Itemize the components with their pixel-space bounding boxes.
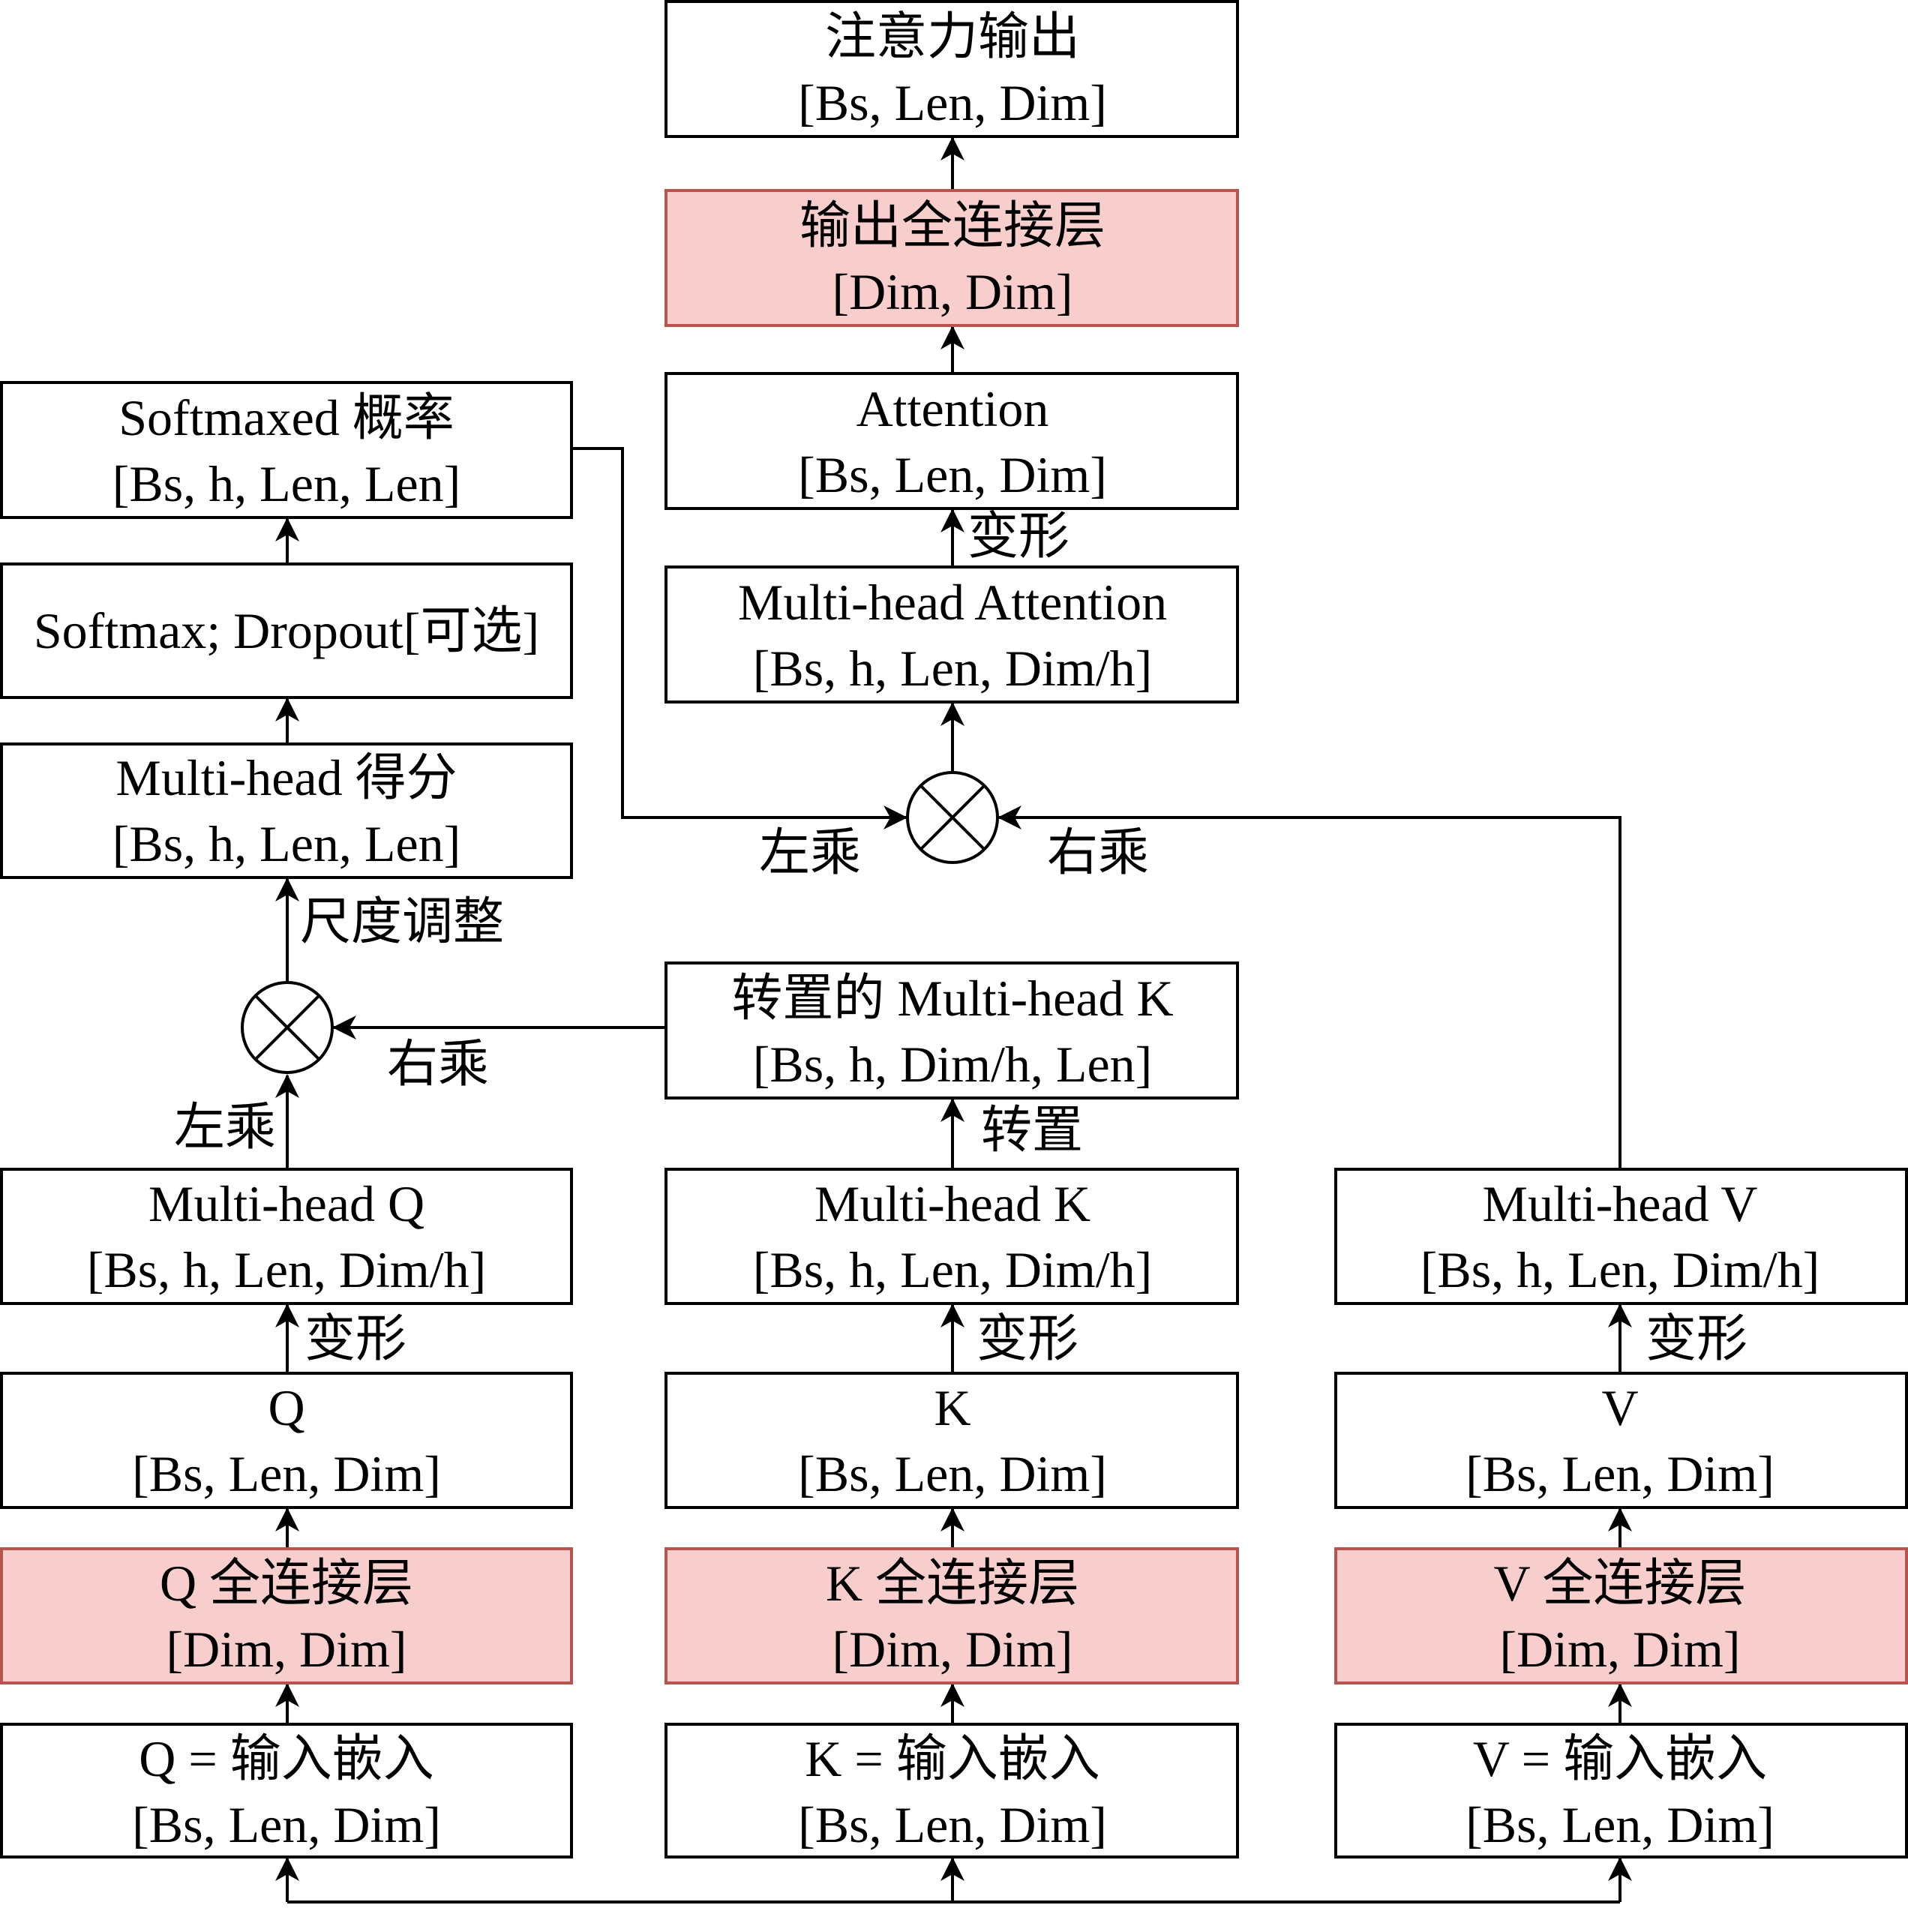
box-line2: [Bs, Len, Dim]: [132, 1445, 441, 1502]
box-line2: [Bs, h, Len, Dim/h]: [753, 640, 1153, 697]
box-multihead-v: Multi-head V [Bs, h, Len, Dim/h]: [1334, 1168, 1908, 1305]
edge-mhv-mul2: [998, 806, 1622, 1168]
box-transposed-k: 转置的 Multi-head K [Bs, h, Dim/h, Len]: [664, 962, 1239, 1100]
box-line1: K: [934, 1379, 970, 1436]
label-reshape-attn: 变形: [968, 508, 1070, 565]
box-line2: [Dim, Dim]: [1499, 1621, 1740, 1678]
label-right-mul-bottom: 右乘: [387, 1036, 489, 1093]
box-line2: [Bs, Len, Dim]: [132, 1796, 441, 1853]
box-line2: [Bs, h, Len, Len]: [112, 455, 461, 512]
box-line2: [Bs, h, Len, Dim/h]: [1420, 1241, 1820, 1298]
box-output-fc: 输出全连接层 [Dim, Dim]: [664, 189, 1239, 327]
label-left-mul-top: 左乘: [759, 824, 861, 881]
box-q-fc: Q 全连接层 [Dim, Dim]: [0, 1547, 573, 1684]
box-q-input: Q = 输入嵌入 [Bs, Len, Dim]: [0, 1723, 573, 1858]
box-k-input: K = 输入嵌入 [Bs, Len, Dim]: [664, 1723, 1239, 1858]
box-line1: K = 输入嵌入: [805, 1730, 1100, 1787]
label-reshape-k: 变形: [976, 1310, 1078, 1367]
label-scale: 尺度调整: [300, 893, 504, 950]
label-right-mul-top: 右乘: [1047, 824, 1149, 881]
box-line1: V = 输入嵌入: [1473, 1730, 1767, 1787]
box-line2: [Bs, h, Len, Len]: [112, 815, 461, 872]
box-line2: [Bs, Len, Dim]: [1466, 1445, 1774, 1502]
box-softmax-dropout: Softmax; Dropout[可选]: [0, 562, 573, 699]
box-line1: Softmaxed 概率: [118, 389, 454, 446]
box-line1: 转置的 Multi-head K: [731, 970, 1173, 1027]
box-line1: Q = 输入嵌入: [139, 1730, 434, 1787]
box-line1: Multi-head K: [814, 1175, 1090, 1232]
box-line2: [Bs, Len, Dim]: [798, 446, 1107, 503]
box-line2: [Bs, Len, Dim]: [798, 74, 1107, 131]
box-v-fc: V 全连接层 [Dim, Dim]: [1334, 1547, 1908, 1684]
box-softmaxed-prob: Softmaxed 概率 [Bs, h, Len, Len]: [0, 381, 573, 519]
edge-softmaxed-mul2: [572, 447, 908, 830]
box-line2: [Bs, h, Dim/h, Len]: [753, 1036, 1153, 1093]
box-line1: Multi-head Attention: [738, 574, 1167, 631]
box-line1: V 全连接层: [1494, 1555, 1747, 1612]
box-line1: Multi-head Q: [148, 1175, 424, 1232]
box-line1: K 全连接层: [826, 1555, 1079, 1612]
box-line2: [Dim, Dim]: [166, 1621, 406, 1678]
box-multihead-attention: Multi-head Attention [Bs, h, Len, Dim/h]: [664, 566, 1239, 704]
box-line1: Multi-head V: [1482, 1175, 1757, 1232]
multiply-operator-top: [906, 771, 999, 864]
box-line1: Attention: [856, 380, 1049, 437]
box-k: K [Bs, Len, Dim]: [664, 1372, 1239, 1509]
box-attention-output: 注意力输出 [Bs, Len, Dim]: [664, 0, 1239, 138]
box-multihead-q: Multi-head Q [Bs, h, Len, Dim/h]: [0, 1168, 573, 1305]
label-reshape-v: 变形: [1646, 1310, 1748, 1367]
label-left-mul-bottom: 左乘: [174, 1099, 276, 1156]
box-multihead-score: Multi-head 得分 [Bs, h, Len, Len]: [0, 742, 573, 879]
box-line1: V: [1601, 1379, 1638, 1436]
box-line2: [Bs, h, Len, Dim/h]: [753, 1241, 1153, 1298]
box-q: Q [Bs, Len, Dim]: [0, 1372, 573, 1509]
label-reshape-q: 变形: [304, 1310, 406, 1367]
box-v: V [Bs, Len, Dim]: [1334, 1372, 1908, 1509]
label-transpose: 转置: [981, 1102, 1083, 1159]
box-line1: 输出全连接层: [800, 197, 1106, 254]
edge-labels: 变形 左乘 右乘 尺度调整 右乘 左乘 转置 变形 变形 变形: [174, 508, 1748, 1367]
box-line1: Q 全连接层: [160, 1555, 413, 1612]
box-attention: Attention [Bs, Len, Dim]: [664, 372, 1239, 510]
box-line1: Softmax; Dropout[可选]: [34, 602, 539, 659]
box-line1: Multi-head 得分: [116, 749, 457, 806]
box-line1: 注意力输出: [825, 8, 1080, 65]
multiply-operator-bottom: [241, 981, 334, 1074]
box-line2: [Dim, Dim]: [832, 1621, 1072, 1678]
box-line2: [Bs, Len, Dim]: [1466, 1796, 1774, 1853]
box-k-fc: K 全连接层 [Dim, Dim]: [664, 1547, 1239, 1684]
box-v-input: V = 输入嵌入 [Bs, Len, Dim]: [1334, 1723, 1908, 1858]
box-line2: [Bs, Len, Dim]: [798, 1796, 1107, 1853]
box-line2: [Bs, h, Len, Dim/h]: [87, 1241, 487, 1298]
box-line2: [Bs, Len, Dim]: [798, 1445, 1107, 1502]
box-line2: [Dim, Dim]: [832, 263, 1072, 320]
connectors: [275, 136, 1632, 1904]
box-line1: Q: [268, 1379, 304, 1436]
box-multihead-k: Multi-head K [Bs, h, Len, Dim/h]: [664, 1168, 1239, 1305]
